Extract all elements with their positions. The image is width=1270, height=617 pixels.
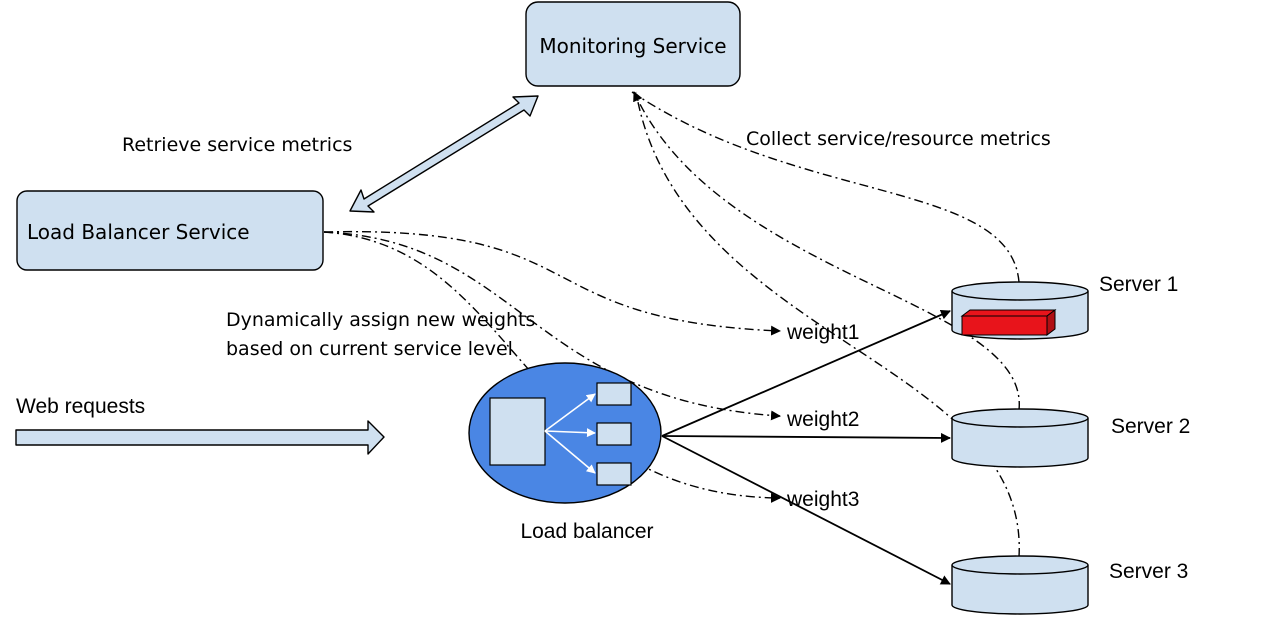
assign-weights-label-line2: based on current service level — [226, 338, 513, 360]
web-requests-label: Web requests — [16, 395, 145, 418]
collect-metrics-label: Collect service/resource metrics — [746, 128, 1051, 150]
overloaded-indicator — [960, 309, 1057, 336]
load-balancer-service-node: Load Balancer Service — [16, 190, 324, 271]
server-3-label: Server 3 — [1109, 560, 1188, 583]
retrieve-metrics-label: Retrieve service metrics — [122, 134, 352, 156]
load-balancer-node — [468, 362, 662, 504]
load-balancer-service-label: Load Balancer Service — [27, 220, 250, 244]
request-routing-links — [661, 309, 951, 585]
collect-metrics-links — [631, 91, 1020, 558]
weight3-label: weight3 — [786, 488, 859, 511]
server-3-node — [951, 555, 1089, 615]
assign-weights-label-line1: Dynamically assign new weights — [226, 309, 535, 331]
monitoring-service-label: Monitoring Service — [539, 34, 726, 58]
load-balancer-label: Load balancer — [520, 520, 653, 543]
server-2-node — [951, 408, 1089, 468]
server-1-node — [951, 281, 1089, 340]
monitoring-service-node: Monitoring Service — [525, 1, 741, 87]
server-2-label: Server 2 — [1111, 415, 1190, 438]
weight2-label: weight2 — [786, 408, 859, 431]
weight1-label: weight1 — [786, 321, 859, 344]
web-requests-arrow — [15, 420, 385, 455]
server-1-label: Server 1 — [1099, 273, 1178, 296]
retrieve-metrics-arrow — [349, 95, 539, 213]
